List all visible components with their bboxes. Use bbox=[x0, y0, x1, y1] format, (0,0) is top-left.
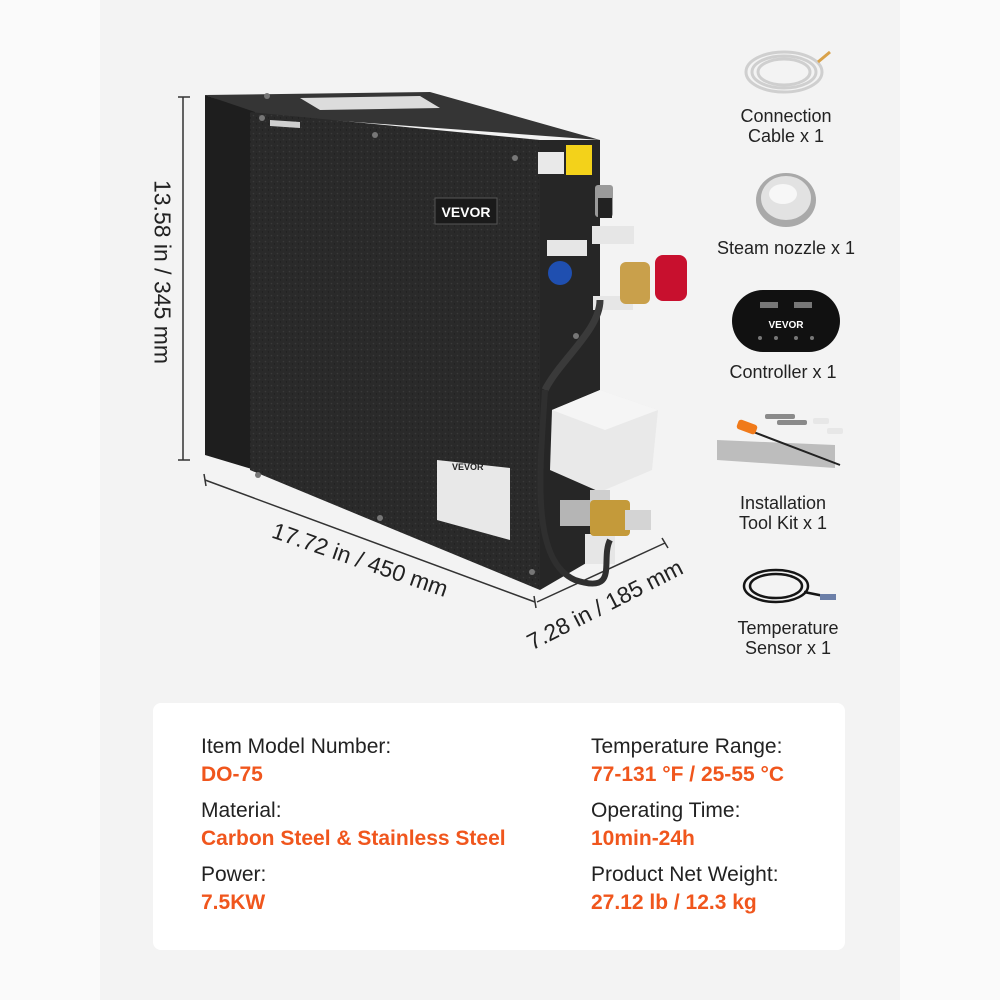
spec-label: Power: bbox=[201, 863, 267, 886]
spec-value: Carbon Steel & Stainless Steel bbox=[201, 827, 506, 850]
steam-nozzle-icon bbox=[756, 173, 816, 227]
spec-value: 77-131 °F / 25-55 °C bbox=[591, 763, 785, 786]
spec-power: Power: 7.5KW bbox=[201, 861, 506, 925]
spec-label: Temperature Range: bbox=[591, 735, 783, 758]
height-dimension: 13.58 in / 345 mm bbox=[149, 179, 176, 365]
spec-value: DO-75 bbox=[201, 763, 263, 786]
pipes-and-valves bbox=[537, 185, 687, 587]
brand-badge: VEVOR bbox=[441, 204, 490, 220]
spec-temperature-range: Temperature Range: 77-131 °F / 25-55 °C bbox=[591, 733, 784, 797]
specifications-card: Item Model Number: DO-75 Material: Carbo… bbox=[153, 703, 845, 950]
spec-value: 27.12 lb / 12.3 kg bbox=[591, 891, 757, 914]
right-margin bbox=[900, 0, 1000, 1000]
left-margin bbox=[0, 0, 100, 1000]
controller-icon: VEVOR bbox=[732, 290, 840, 352]
spec-model: Item Model Number: DO-75 bbox=[201, 733, 506, 797]
spec-label: Product Net Weight: bbox=[591, 863, 779, 886]
accessory-controller: Controller x 1 bbox=[729, 362, 837, 382]
spec-material: Material: Carbon Steel & Stainless Steel bbox=[201, 797, 506, 861]
spec-label: Operating Time: bbox=[591, 799, 741, 822]
spec-label: Material: bbox=[201, 799, 282, 822]
cable-coil-icon bbox=[744, 50, 831, 94]
tool-kit-icon bbox=[717, 414, 843, 468]
steam-generator-illustration: VEVOR VEVOR bbox=[178, 92, 687, 609]
temperature-sensor-icon bbox=[742, 568, 836, 604]
spec-column-left: Item Model Number: DO-75 Material: Carbo… bbox=[201, 733, 506, 925]
label-brand: VEVOR bbox=[452, 462, 484, 472]
controller-brand: VEVOR bbox=[768, 320, 804, 331]
spec-label: Item Model Number: bbox=[201, 735, 392, 758]
spec-column-right: Temperature Range: 77-131 °F / 25-55 °C … bbox=[591, 733, 784, 925]
accessory-steam-nozzle: Steam nozzle x 1 bbox=[716, 238, 856, 258]
spec-operating-time: Operating Time: 10min-24h bbox=[591, 797, 784, 861]
spec-value: 7.5KW bbox=[201, 891, 266, 914]
spec-value: 10min-24h bbox=[591, 827, 695, 850]
spec-net-weight: Product Net Weight: 27.12 lb / 12.3 kg bbox=[591, 861, 784, 925]
dimension-lines bbox=[178, 96, 669, 609]
